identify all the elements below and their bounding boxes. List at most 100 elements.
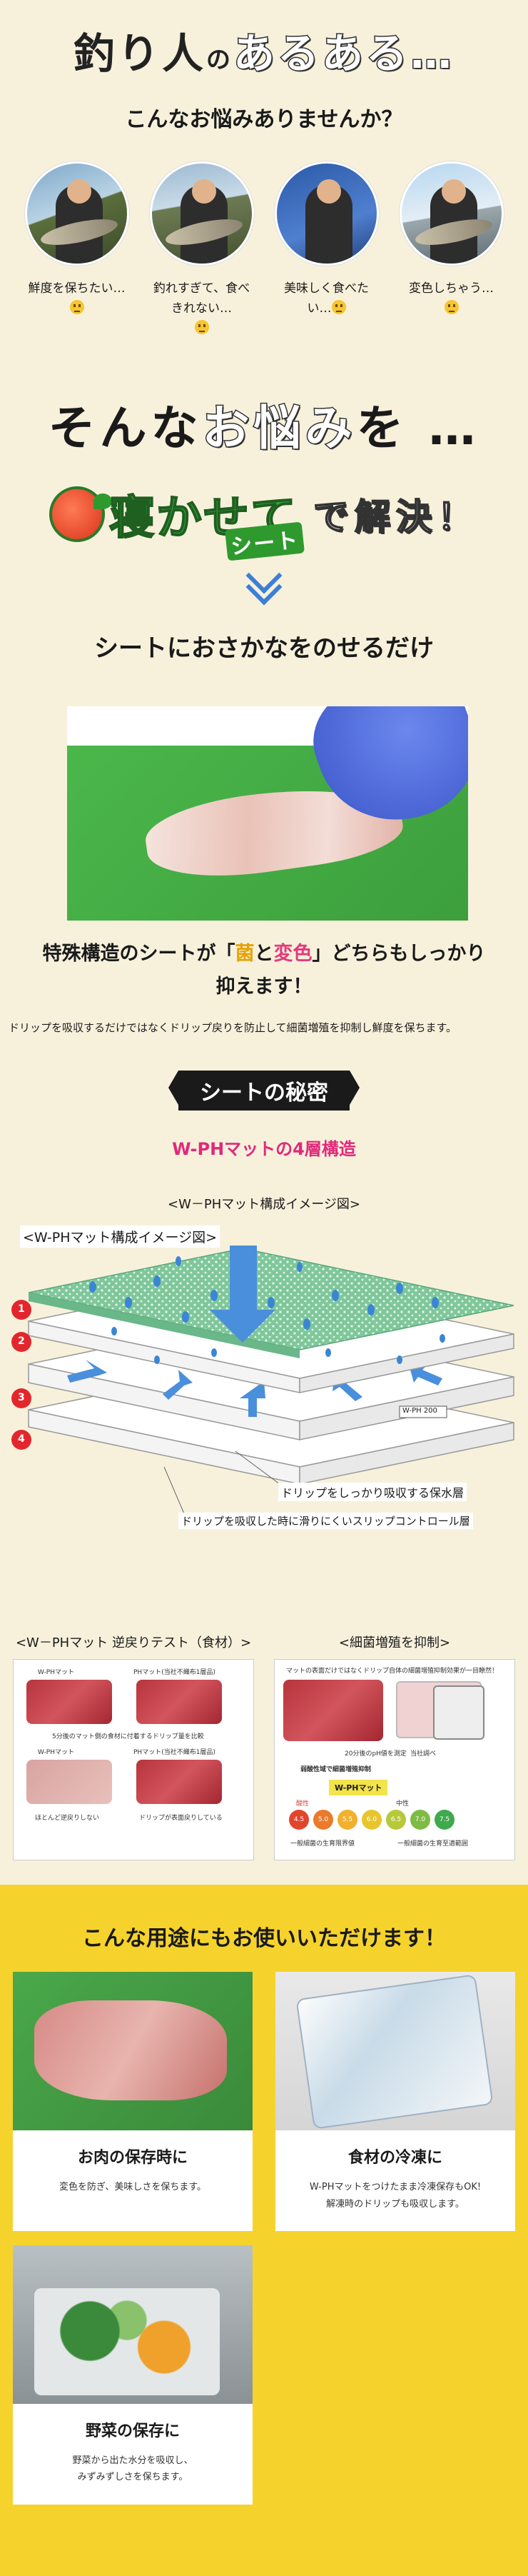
ph-acid-label: 酸性	[296, 1800, 310, 1808]
ph-badge: 7.0	[410, 1810, 430, 1830]
bacteria-test-image: マットの表面だけではなくドリップ自体の細菌増殖抑制効果が一目瞭然！ 20分後のp…	[274, 1659, 515, 1861]
solve-tail: を …	[356, 401, 480, 456]
ph-badge: 7.5	[435, 1810, 455, 1830]
sheet-after-test	[26, 1760, 112, 1805]
use-card-freeze: 食材の冷凍に W-PHマットをつけたまま冷凍保存もOK!解凍時のドリップも吸収し…	[275, 1972, 515, 2231]
worry-item: 釣れすぎて、食べきれない…	[148, 161, 255, 339]
feature-part: 特殊構造のシートが「	[42, 943, 235, 966]
ph-neutral-label: 中性	[396, 1800, 410, 1808]
worry-text: 釣れすぎて、食べきれない…	[153, 281, 250, 316]
feature-part: 」どちらもしっかり	[312, 943, 486, 966]
worry-text: 変色しちゃう…	[409, 281, 494, 296]
meat-sample	[136, 1680, 222, 1725]
test-label: 弱酸性域で細菌増殖抑制	[300, 1766, 372, 1774]
hero-title: 釣り人のあるある…	[0, 0, 528, 80]
bacteria-test: <細菌増殖を抑制> マットの表面だけではなくドリップ自体の細菌増殖抑制効果が一目…	[274, 1634, 515, 1861]
layer-diagram-svg	[11, 1245, 514, 1518]
uses-title: こんな用途にもお使いいただけます！	[82, 1926, 446, 1952]
test-label: W-PHマット	[38, 1749, 74, 1757]
test-label: PHマット(当社不織布1層品)	[133, 1749, 215, 1757]
note-text: ドリップを吸収するだけではなくドリップ戻りを防止して細菌増殖を抑制し鮮度を保ちま…	[9, 1021, 457, 1034]
test-result: ほとんど逆戻りしない	[35, 1815, 100, 1823]
worried-face-icon	[444, 300, 459, 315]
feature-part: と	[254, 943, 274, 966]
hero-title-no: の	[206, 46, 233, 74]
test-label: 一般細菌の生育至適範囲	[397, 1840, 469, 1848]
bacteria-test-title: <細菌増殖を抑制>	[338, 1635, 451, 1650]
sheet-after-test	[136, 1760, 222, 1805]
worry-text: 鮮度を保ちたい…	[28, 281, 126, 296]
test-label: 当社調べ	[410, 1750, 437, 1758]
fish-on-sheet-photo	[67, 706, 468, 921]
layer-diagram: <W-PHマット構成イメージ図>	[0, 1217, 528, 1617]
hero-title-main: 釣り人	[73, 29, 206, 78]
tomato-fish-logo-icon	[49, 486, 112, 543]
test-panels: <W－PHマット 逆戻りテスト（食材）> W-PHマット PHマット(当社不織布…	[0, 1634, 528, 1861]
layer-number-3: 3	[18, 1391, 25, 1403]
worries-row: 鮮度を保ちたい… 釣れすぎて、食べきれない… 美味しく食べたい… 変色しちゃう…	[0, 133, 528, 339]
use-card-vegetable: 野菜の保存に 野菜から出た水分を吸収し、みずみずしさを保ちます。	[13, 2245, 253, 2505]
use-card-desc: 変色を防ぎ、美味しさを保ちます。	[59, 2182, 207, 2193]
worry-photo	[24, 161, 129, 266]
worry-photo	[149, 161, 254, 266]
vegetable-fridge-photo	[13, 2245, 253, 2404]
test-result: ドリップが表面戻りしている	[139, 1815, 223, 1823]
double-chevron-down-icon	[243, 557, 285, 607]
label-water-layer: ドリップをしっかり吸収する保水層	[278, 1482, 467, 1501]
worry-item: 変色しちゃう…	[398, 161, 505, 339]
ph-badge: 5.5	[337, 1810, 357, 1830]
meat-sample	[26, 1680, 112, 1725]
test-label: W-PHマット	[38, 1669, 74, 1677]
feature-part: 抑えます！	[215, 976, 313, 998]
solve-logo-row: 寝かせて シート で解決！	[0, 481, 528, 561]
chicken-sample	[283, 1680, 383, 1742]
solve-headline: そんなお悩みを …	[0, 390, 528, 458]
worried-face-icon	[69, 300, 84, 315]
use-card-desc: W-PHマットをつけたまま冷凍保存もOK!	[309, 2182, 482, 2193]
wph-mat-tag: W-PHマット	[329, 1780, 388, 1796]
drip-back-test-image: W-PHマット PHマット(当社不織布1層品) 5分後のマット側の食材に付着する…	[13, 1659, 254, 1861]
diagram-caption: <W－PHマット構成イメージ図>	[168, 1196, 360, 1212]
worry-photo	[399, 161, 504, 266]
test-label: 20分後のpH値を測定	[345, 1750, 407, 1758]
ph-meter	[433, 1685, 484, 1740]
use-card-desc: 解凍時のドリップも吸収します。	[326, 2198, 464, 2210]
layer-number-badges	[11, 1299, 31, 1450]
ph-badge: 6.5	[386, 1810, 406, 1830]
test-label: PHマット(当社不織布1層品)	[133, 1669, 215, 1677]
layer-number-4: 4	[18, 1433, 25, 1445]
test-label: 5分後のマット側の食材に付着するドリップ量を比較	[52, 1733, 204, 1741]
layer-number-1: 1	[18, 1303, 25, 1315]
ph-badge: 6.0	[362, 1810, 382, 1830]
worried-face-icon	[331, 300, 346, 315]
layers-title: W-PHマットの4層構造	[172, 1138, 356, 1159]
hero-subtitle: こんなお悩みありませんか？	[125, 107, 403, 132]
freezer-bag-photo	[275, 1972, 515, 2131]
use-card-meat: お肉の保存時に 変色を防ぎ、美味しさを保ちます。	[13, 1972, 253, 2231]
solve-dark: そんな	[48, 401, 203, 456]
diagram-inner-caption: <W-PHマット構成イメージ図>	[20, 1225, 220, 1248]
worry-text: 美味しく食べたい…	[284, 281, 369, 316]
use-card-desc: みずみずしさを保ちます。	[77, 2472, 188, 2483]
use-card-title: お肉の保存時に	[77, 2149, 188, 2167]
feature-em-bacteria: 菌	[235, 943, 255, 966]
hero-title-aruaru: あるある…	[232, 29, 455, 79]
meat-photo	[13, 1972, 253, 2131]
product-tag: W-PH 200	[402, 1406, 437, 1415]
worry-photo	[274, 161, 379, 266]
uses-cards: お肉の保存時に 変色を防ぎ、美味しさを保ちます。 食材の冷凍に W-PHマットを…	[13, 1972, 515, 2519]
feature-em-discolor: 変色	[273, 943, 313, 966]
worried-face-icon	[194, 320, 209, 335]
ph-badge: 5.0	[313, 1810, 333, 1830]
use-card-desc: 野菜から出た水分を吸収し、	[72, 2455, 193, 2466]
worry-item: 鮮度を保ちたい…	[24, 161, 131, 339]
layer-number-2: 2	[18, 1335, 25, 1347]
test-label: 一般細菌の生育限界値	[290, 1840, 355, 1848]
use-card-title: 野菜の保存に	[85, 2422, 180, 2440]
drip-back-test: <W－PHマット 逆戻りテスト（食材）> W-PHマット PHマット(当社不織布…	[13, 1634, 254, 1861]
worry-item: 美味しく食べたい…	[273, 161, 380, 339]
product-logo: 寝かせて シート	[108, 481, 305, 561]
uses-section: こんな用途にもお使いいただけます！ お肉の保存時に 変色を防ぎ、美味しさを保ちま…	[0, 1885, 528, 2576]
ph-badge: 4.5	[289, 1810, 309, 1830]
